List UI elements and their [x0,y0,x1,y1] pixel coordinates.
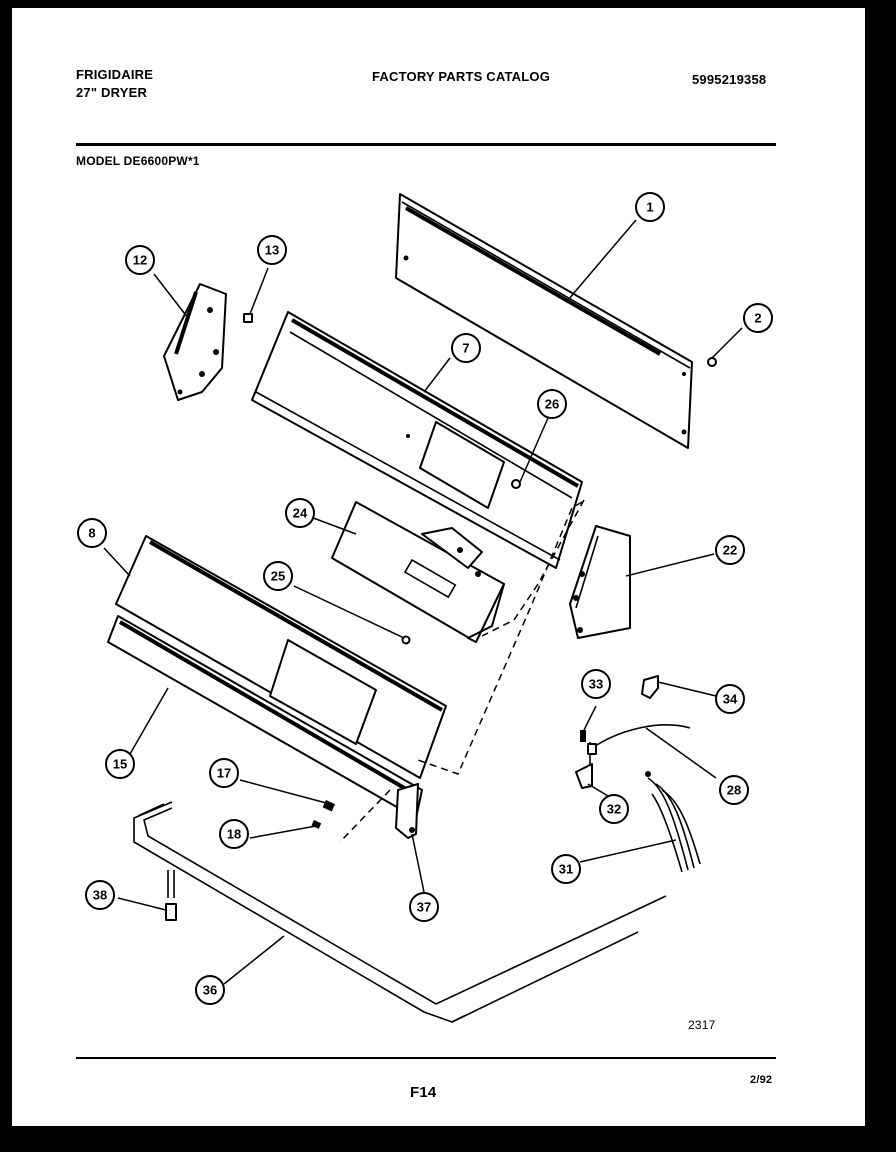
part-1-top-panel [395,193,693,449]
callout-37: 37 [409,892,439,922]
svg-text:36: 36 [203,983,217,998]
svg-text:1: 1 [646,200,653,215]
svg-text:7: 7 [462,341,469,356]
part-18-screw [311,819,322,829]
part-26-screw [511,479,521,489]
callout-12: 12 [125,245,155,275]
part-12-side-bracket [163,283,227,401]
part-34-terminal [641,675,659,699]
part-13-screw [243,313,253,323]
leader-lines [103,219,743,985]
svg-text:12: 12 [133,253,147,268]
svg-text:24: 24 [293,506,308,521]
callout-2: 2 [743,303,773,333]
svg-text:13: 13 [265,243,279,258]
callout-36: 36 [195,975,225,1005]
part-28-wire [587,724,691,755]
callout-25: 25 [263,561,293,591]
callout-33: 33 [581,669,611,699]
brand-name: FRIGIDAIRE [76,67,154,82]
callout-32: 32 [599,794,629,824]
part-38-clip [165,870,177,921]
svg-text:2: 2 [754,311,761,326]
model-label: MODEL DE6600PW*1 [76,154,200,168]
svg-text:25: 25 [271,569,285,584]
catalog-page: FRIGIDAIRE 27" DRYER FACTORY PARTS CATAL… [12,8,865,1126]
callout-17: 17 [209,758,239,788]
callout-34: 34 [715,684,745,714]
catalog-title: FACTORY PARTS CATALOG [372,69,551,84]
part-2-screw [707,357,717,367]
svg-text:37: 37 [417,900,431,915]
callout-38: 38 [85,880,115,910]
svg-text:32: 32 [607,802,621,817]
callout-22: 22 [715,535,745,565]
callout-1: 1 [635,192,665,222]
part-17-screw [322,799,336,812]
revision-date: 2/92 [750,1074,773,1086]
callout-18: 18 [219,819,249,849]
part-37-clip [395,783,419,839]
callout-26: 26 [537,389,567,419]
svg-text:22: 22 [723,543,737,558]
header-rule [76,143,776,146]
svg-text:17: 17 [217,766,231,781]
svg-text:31: 31 [559,862,573,877]
callout-31: 31 [551,854,581,884]
callout-7: 7 [451,333,481,363]
svg-text:15: 15 [113,757,127,772]
svg-text:33: 33 [589,677,603,692]
svg-text:34: 34 [723,692,738,707]
part-22-end-cap [569,525,631,639]
part-7-control-panel-frame [251,311,583,569]
part-31-harness [645,771,701,873]
callout-8: 8 [77,518,107,548]
callout-24: 24 [285,498,315,528]
part-24-control-module [331,501,505,643]
footer-rule [76,1057,776,1059]
product-name: 27" DRYER [76,85,148,100]
part-33-screw [580,730,586,742]
svg-text:38: 38 [93,888,107,903]
svg-text:26: 26 [545,397,559,412]
callout-28: 28 [719,775,749,805]
part-8-panel-face [115,535,447,779]
svg-text:8: 8 [88,526,95,541]
callout-15: 15 [105,749,135,779]
callout-13: 13 [257,235,287,265]
catalog-number: 5995219358 [692,72,767,87]
svg-text:28: 28 [727,783,741,798]
page-code: F14 [410,1084,437,1101]
svg-text:18: 18 [227,827,241,842]
part-25-screw [401,635,411,645]
exploded-parts-diagram: 1 2 7 8 12 13 15 17 18 22 24 25 26 28 31… [77,192,773,1023]
part-36-base-trim [133,801,667,1023]
drawing-number: 2317 [688,1018,716,1032]
